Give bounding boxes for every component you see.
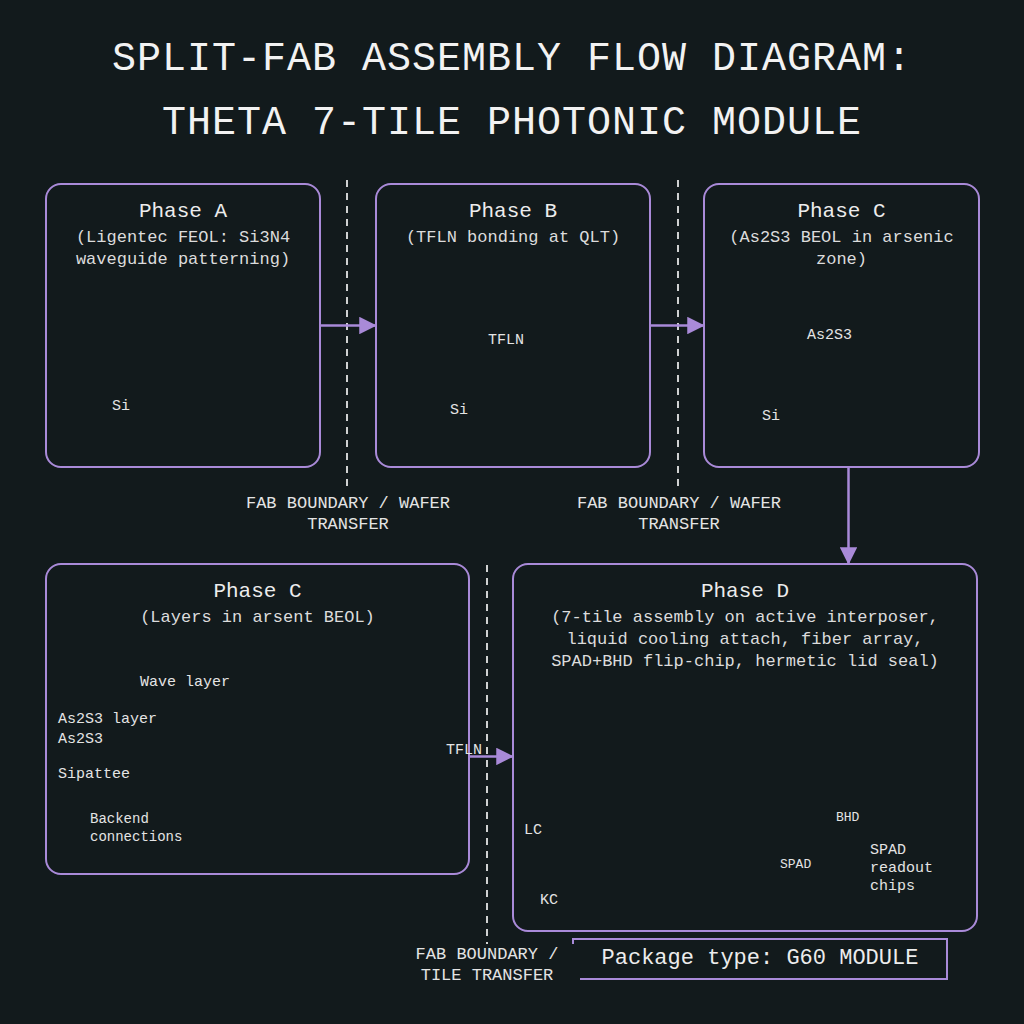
package-box: Package type: G60 MODULE <box>572 938 948 980</box>
part-label: SPAD readout chips <box>870 842 950 896</box>
part-label: Wave layer <box>140 674 230 692</box>
phase-box: Phase B(TFLN bonding at QLT) <box>375 183 651 468</box>
part-label: Si <box>762 408 780 426</box>
boundary-label: FAB BOUNDARY / TILE TRANSFER <box>394 944 580 986</box>
phase-description: (TFLN bonding at QLT) <box>389 227 637 249</box>
phase-box: Phase C(As2S3 BEOL in arsenic zone) <box>703 183 980 468</box>
part-label: As2S3 <box>58 731 103 749</box>
phase-description: (Ligentec FEOL: Si3N4 waveguide patterni… <box>59 227 307 271</box>
phase-box: Phase A(Ligentec FEOL: Si3N4 waveguide p… <box>45 183 321 468</box>
part-label: Sipattee <box>58 766 130 784</box>
flow-arrow <box>847 468 850 563</box>
phase-heading: Phase D <box>526 579 964 605</box>
phase-heading: Package type: G60 MODULE <box>584 946 936 972</box>
part-label: As2S3 layer <box>58 711 157 729</box>
phase-heading: Phase A <box>59 199 307 225</box>
diagram-title: SPLIT-FAB ASSEMBLY FLOW DIAGRAM: THETA 7… <box>0 28 1024 156</box>
flow-arrow <box>321 324 375 327</box>
phase-heading: Phase C <box>717 199 966 225</box>
boundary-label: FAB BOUNDARY / WAFER TRANSFER <box>240 493 456 535</box>
part-label: Si <box>450 402 468 420</box>
part-label: BHD <box>836 809 859 827</box>
phase-description: (As2S3 BEOL in arsenic zone) <box>717 227 966 271</box>
phase-description: (Layers in arsent BEOL) <box>59 607 456 629</box>
part-label: LC <box>524 822 542 840</box>
phase-heading: Phase C <box>59 579 456 605</box>
part-label: Backend connections <box>90 810 210 846</box>
part-label: Si <box>112 398 130 416</box>
part-label: KC <box>540 892 558 910</box>
flow-arrow <box>651 324 703 327</box>
part-label: TFLN <box>446 742 482 760</box>
phase-description: (7-tile assembly on active interposer, l… <box>526 607 964 673</box>
part-label: TFLN <box>488 332 524 350</box>
boundary-label: FAB BOUNDARY / WAFER TRANSFER <box>571 493 787 535</box>
part-label: SPAD <box>780 856 811 874</box>
part-label: As2S3 <box>807 327 852 345</box>
phase-heading: Phase B <box>389 199 637 225</box>
